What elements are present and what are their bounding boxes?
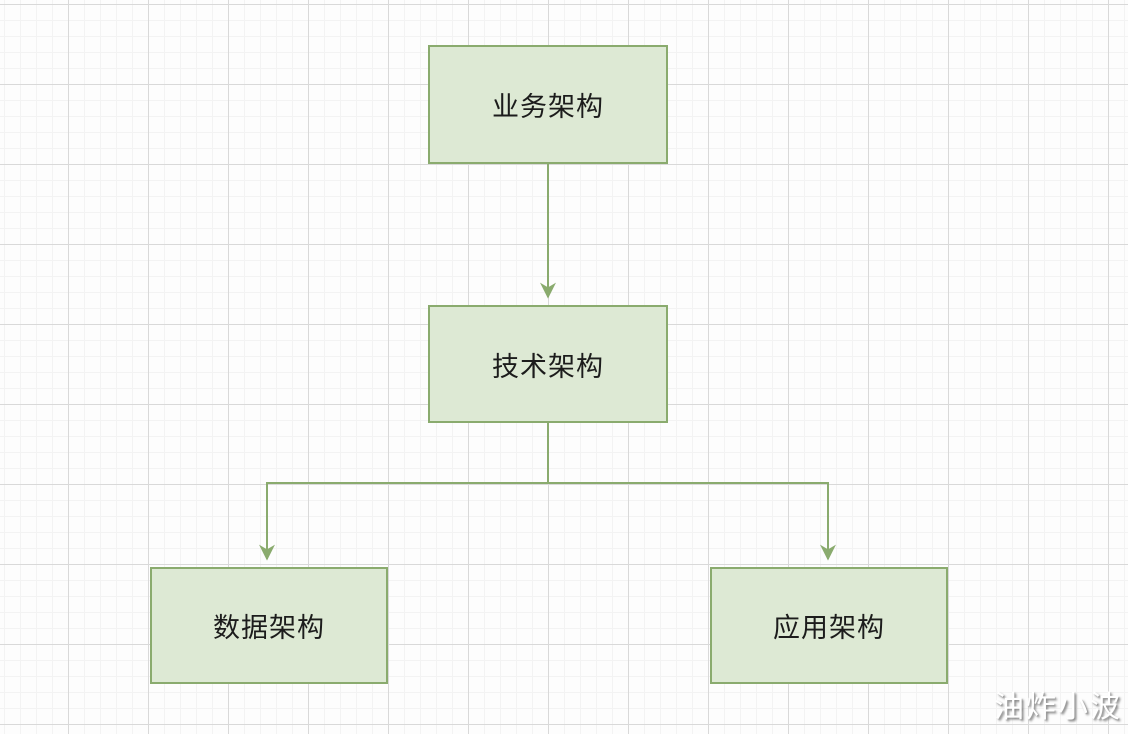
node-application-architecture: 应用架构 (710, 567, 948, 684)
node-technical-architecture-label: 技术架构 (492, 351, 604, 382)
watermark: 油炸小波 (994, 691, 1122, 724)
node-business-architecture: 业务架构 (428, 45, 668, 164)
node-business-architecture-label: 业务架构 (492, 92, 604, 122)
node-application-architecture-label: 应用架构 (773, 613, 885, 643)
node-data-architecture-label: 数据架构 (213, 613, 325, 643)
node-technical-architecture: 技术架构 (428, 305, 668, 423)
node-data-architecture: 数据架构 (150, 567, 388, 684)
